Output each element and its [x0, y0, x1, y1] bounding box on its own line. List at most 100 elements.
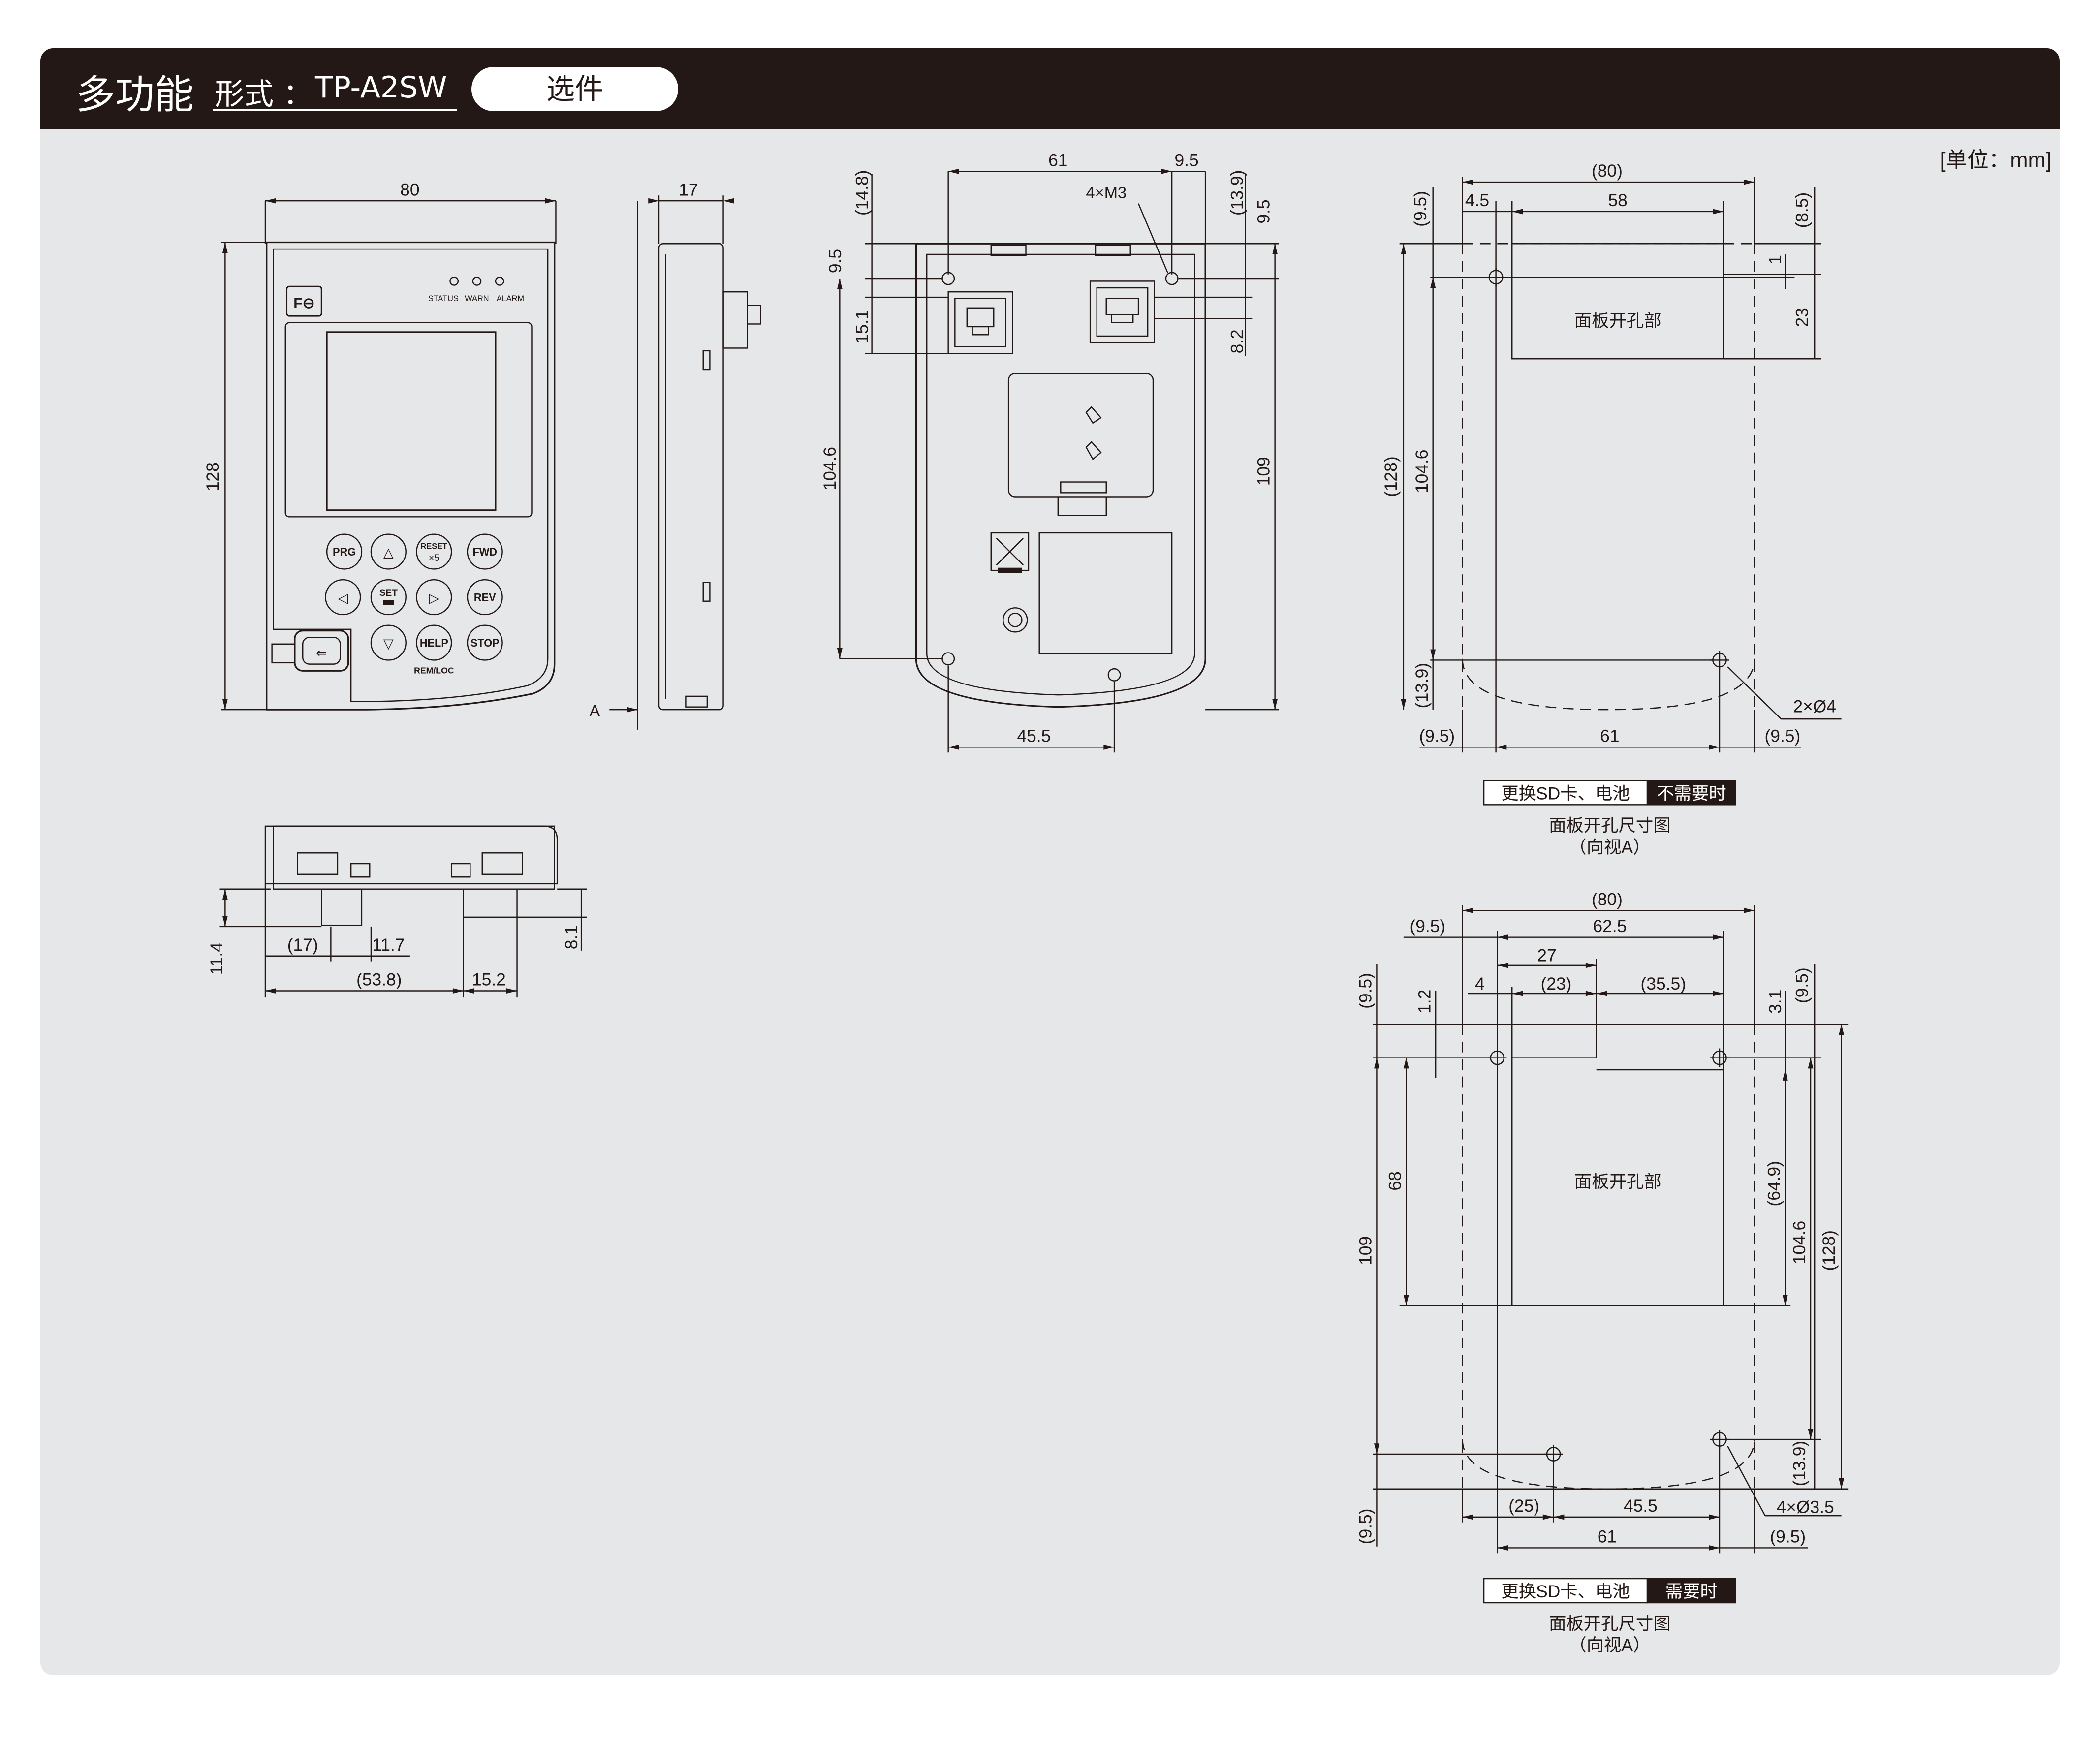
unit-label: [单位：mm] — [1940, 149, 2052, 172]
dim-front-width: 80 — [400, 180, 419, 199]
rem-loc-label: REM/LOC — [414, 666, 454, 676]
c2-dim-9-5-right: (9.5) — [1793, 967, 1812, 1003]
dim-bottom-8-1: 8.1 — [562, 925, 581, 949]
c1-hole-callout: 2×Ø4 — [1793, 697, 1836, 716]
key-fwd: FWD — [472, 546, 497, 558]
cutout-diagram-2: 面板开孔部 (80) (9.5) 62.5 27 4 (23) (35.5) (… — [1356, 890, 1849, 1655]
c1-dim-9-5-left: (9.5) — [1411, 191, 1430, 227]
c1-dim-1: 1 — [1766, 255, 1785, 265]
c1-dim-bottom-9-5-left: (9.5) — [1419, 726, 1455, 746]
dim-rear-9-5-top: 9.5 — [1174, 151, 1198, 170]
dim-bottom-17: (17) — [287, 935, 318, 955]
option-badge: 选件 — [471, 67, 678, 111]
led-warn-label: WARN — [465, 294, 489, 303]
c1-dim-80: (80) — [1592, 161, 1623, 181]
key-prg: PRG — [333, 546, 356, 558]
dim-rear-109: 109 — [1254, 457, 1274, 486]
key-set: SET — [379, 588, 398, 598]
dim-rear-61: 61 — [1048, 151, 1067, 170]
c2-caption: 面板开孔尺寸图 — [1549, 1614, 1671, 1633]
cutout-diagram-1: 面板开孔部 (80) 4.5 58 (9.5) (128) 104.6 (13.… — [1381, 161, 1842, 857]
key-up: △ — [383, 545, 394, 560]
dim-bottom-11-4: 11.4 — [207, 942, 226, 975]
side-view: 17 A — [589, 180, 761, 730]
form-label: 形式 ： — [215, 77, 313, 112]
dim-rear-9-5-right: 9.5 — [1254, 199, 1274, 223]
key-right: ▷ — [429, 590, 439, 605]
c2-dim-13-9: (13.9) — [1790, 1441, 1809, 1486]
key-reset-sub: ×5 — [429, 553, 439, 563]
c2-dim-45-5: 45.5 — [1624, 1496, 1658, 1516]
c2-dim-1-2: 1.2 — [1415, 990, 1434, 1014]
brand-logo: F⊖ — [293, 295, 314, 311]
c1-dim-23: 23 — [1793, 308, 1812, 327]
dim-rear-104-6: 104.6 — [820, 447, 840, 491]
c1-tag-text: 更换SD卡、电池 — [1501, 784, 1630, 803]
c2-dim-64-9: (64.9) — [1764, 1161, 1784, 1206]
led-alarm-label: ALARM — [497, 294, 524, 303]
c1-dim-128: (128) — [1381, 456, 1401, 497]
c2-dim-25: (25) — [1508, 1496, 1539, 1516]
usb-icon: ⇐ — [316, 645, 327, 660]
c2-dim-61: 61 — [1598, 1527, 1617, 1547]
dim-rear-9-5-left: 9.5 — [826, 249, 845, 273]
c2-dim-109: 109 — [1356, 1236, 1376, 1265]
c2-dim-9-5-bottom-right: (9.5) — [1770, 1527, 1806, 1547]
led-status-label: STATUS — [428, 294, 459, 303]
c2-tag-dark: 需要时 — [1665, 1582, 1718, 1601]
c2-dim-35-5: (35.5) — [1641, 974, 1686, 994]
cutout2-panel-area — [1511, 1024, 1724, 1306]
model-number: TP-A2SW — [315, 70, 447, 105]
header-bar: 多功能 形式 ： TP-A2SW 选件 — [40, 48, 2060, 129]
c1-dim-13-9: (13.9) — [1412, 663, 1432, 708]
c1-dim-4-5: 4.5 — [1465, 191, 1489, 210]
c1-dim-bottom-9-5-right: (9.5) — [1765, 726, 1801, 746]
dim-rear-15-1: 15.1 — [852, 310, 872, 344]
c2-dim-3-1: 3.1 — [1766, 990, 1785, 1014]
c2-dim-9-5-left: (9.5) — [1356, 973, 1376, 1009]
c1-dim-bottom-61: 61 — [1600, 726, 1619, 746]
c1-caption-sub: （向视A） — [1569, 838, 1650, 857]
c2-caption-sub: （向视A） — [1569, 1636, 1650, 1655]
dim-rear-13-9: (13.9) — [1227, 170, 1247, 216]
c2-dim-80: (80) — [1592, 890, 1623, 909]
cutout1-panel-area — [1511, 243, 1724, 360]
c1-dim-58: 58 — [1608, 191, 1628, 210]
key-reset: RESET — [421, 542, 447, 551]
c1-dim-104-6: 104.6 — [1412, 450, 1432, 494]
dim-rear-8-2: 8.2 — [1227, 329, 1247, 353]
c1-caption: 面板开孔尺寸图 — [1549, 816, 1671, 836]
c1-dim-8-5: (8.5) — [1793, 192, 1812, 228]
dim-front-height: 128 — [203, 462, 222, 491]
c2-dim-23: (23) — [1541, 974, 1572, 994]
screw-callout: 4×M3 — [1086, 184, 1127, 202]
cutout2-area-label: 面板开孔部 — [1574, 1173, 1661, 1192]
dim-rear-45-5: 45.5 — [1017, 726, 1051, 746]
c2-dim-9-5-bottom-left: (9.5) — [1356, 1509, 1376, 1545]
cutout1-area-label: 面板开孔部 — [1574, 311, 1661, 331]
c2-dim-27: 27 — [1537, 946, 1556, 965]
page-title: 多功能 — [76, 72, 194, 118]
key-rev: REV — [474, 591, 496, 604]
view-arrow-a: A — [589, 702, 600, 720]
key-stop: STOP — [470, 637, 500, 649]
c2-dim-104-6: 104.6 — [1790, 1221, 1809, 1265]
bottom-view: 11.4 (17) 11.7 (53.8) 15.2 8.1 — [207, 825, 587, 998]
c1-tag-dark: 不需要时 — [1657, 784, 1726, 803]
dim-rear-14-8: (14.8) — [852, 170, 872, 216]
c2-dim-62-5: 62.5 — [1593, 917, 1627, 936]
key-down: ▽ — [383, 636, 394, 651]
c2-dim-68: 68 — [1385, 1171, 1405, 1190]
key-help: HELP — [420, 637, 448, 649]
c2-dim-9-5-top: (9.5) — [1410, 917, 1445, 936]
front-view: 80 128 F⊖ STATUS WARN ALARM PRG △ RESET … — [203, 180, 557, 711]
dim-side-depth: 17 — [679, 180, 698, 199]
dim-bottom-15-2: 15.2 — [472, 970, 506, 990]
title-underline — [213, 109, 457, 111]
c2-hole-callout: 4×Ø3.5 — [1777, 1498, 1834, 1517]
c2-tag-text: 更换SD卡、电池 — [1501, 1582, 1630, 1601]
c2-dim-4: 4 — [1475, 974, 1485, 994]
dim-bottom-53-8: (53.8) — [356, 970, 402, 990]
dim-bottom-11-7: 11.7 — [372, 935, 405, 955]
